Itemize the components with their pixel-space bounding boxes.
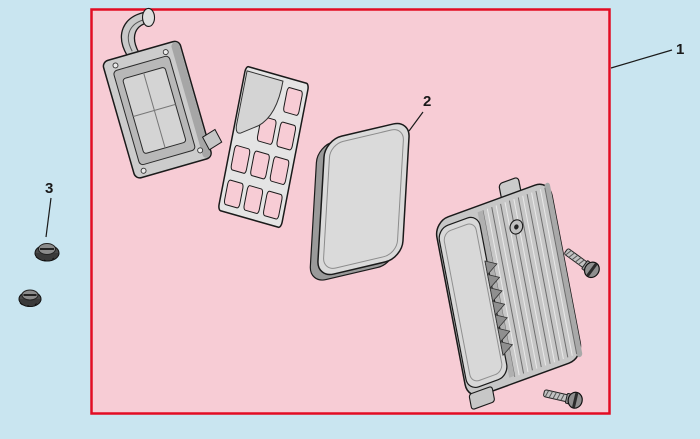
air-filter-cover (431, 167, 583, 411)
callout-1-label: 1 (676, 41, 684, 58)
stud-boss (197, 147, 203, 153)
filter-screen-plate (218, 66, 309, 228)
intake-port (142, 8, 154, 26)
screw-bottom (543, 389, 583, 409)
stud-boss (140, 168, 146, 174)
callout-3-line (45, 197, 52, 238)
stud-boss (112, 62, 118, 68)
filter-element (309, 120, 410, 283)
screw-top (564, 248, 600, 279)
callout-2-line (408, 111, 424, 132)
knob-lower (18, 289, 42, 307)
callout-labels: 1 2 3 (45, 41, 684, 197)
housing-tab (202, 129, 223, 151)
stud-boss (163, 49, 169, 55)
callout-1-line (610, 49, 673, 69)
callout-3-label: 3 (45, 180, 53, 197)
air-filter-housing (91, 0, 225, 179)
knob-upper (34, 243, 60, 262)
cover-bottom-tab (469, 386, 495, 410)
cover-louvers (485, 257, 514, 355)
screen-holes (224, 76, 303, 220)
callout-2-label: 2 (423, 93, 431, 110)
filter-element-face (317, 120, 410, 278)
screen-scoop (235, 71, 283, 142)
callout-lines (45, 49, 673, 238)
